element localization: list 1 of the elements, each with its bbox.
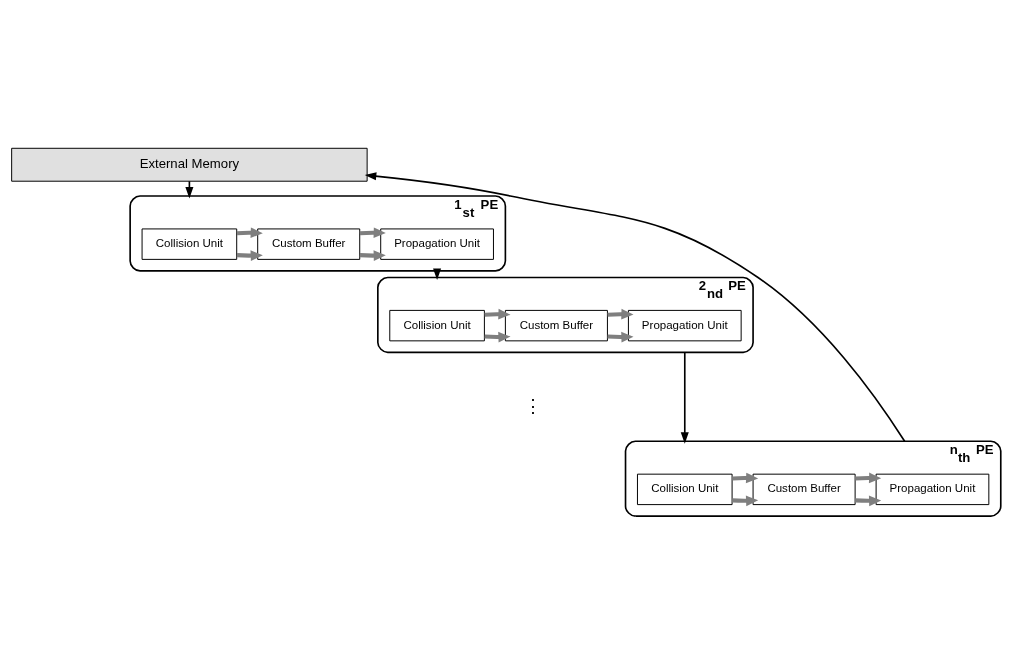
label: ⋮: [524, 396, 543, 417]
